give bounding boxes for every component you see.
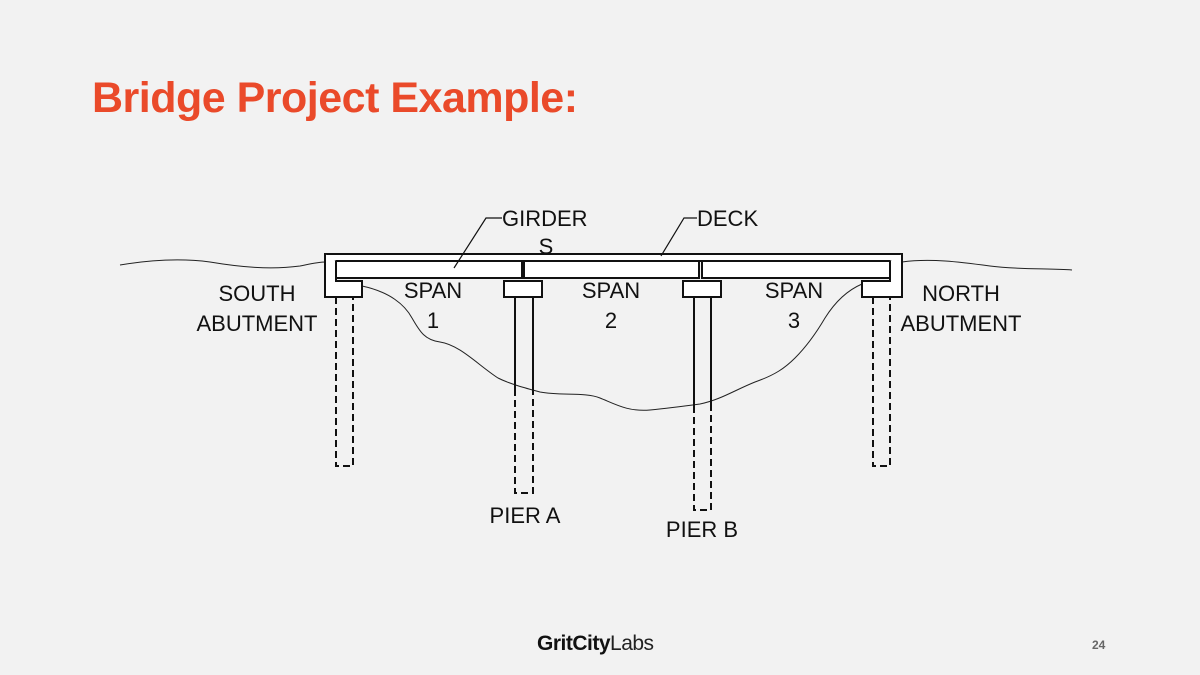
deck-leader-line (660, 217, 697, 257)
north-abutment-label-line-1: NORTH (922, 281, 1000, 306)
south-abutment-label-line-1: SOUTH (219, 281, 296, 306)
north-abutment-pile (872, 297, 891, 467)
pier-b-cap (682, 280, 722, 298)
pier-b-column (693, 297, 712, 406)
page-number: 24 (1092, 638, 1106, 652)
south-abutment (324, 254, 363, 298)
slide-title: Bridge Project Example: (92, 74, 578, 122)
girder-span-2 (523, 260, 700, 279)
span-3-label-line-2: 3 (788, 308, 800, 333)
south-abutment-label-line-2: ABUTMENT (197, 311, 318, 336)
pier-b-pile (693, 406, 712, 511)
bridge-deck (324, 253, 903, 262)
span-3-label-line-1: SPAN (765, 278, 823, 303)
girders-label-line-2: S (539, 234, 554, 259)
girders-leader-line (453, 217, 502, 269)
ground-line-left (119, 259, 327, 269)
pier-a-label: PIER A (490, 503, 561, 528)
brand-logo-light: Labs (610, 632, 654, 655)
pier-b-label: PIER B (666, 517, 738, 542)
span-1-label-line-1: SPAN (404, 278, 462, 303)
north-abutment (861, 254, 903, 298)
pier-a-cap (503, 280, 543, 298)
brand-logo-bold: GritCity (537, 632, 611, 655)
ground-line-right (901, 259, 1073, 271)
brand-logo: GritCityLabs (537, 632, 654, 656)
pier-a-pile (514, 389, 534, 494)
span-1-label-line-2: 1 (427, 308, 439, 333)
south-abutment-pile (335, 297, 354, 467)
girder-span-3 (701, 260, 891, 279)
span-2-label-line-1: SPAN (582, 278, 640, 303)
girders-label-line-1: GIRDER (502, 206, 588, 231)
girder-span-1 (335, 260, 523, 279)
deck-label: DECK (697, 206, 758, 231)
span-2-label-line-2: 2 (605, 308, 617, 333)
pier-a-column (514, 297, 534, 389)
north-abutment-label-line-2: ABUTMENT (901, 311, 1022, 336)
river-bed-profile (361, 283, 863, 411)
